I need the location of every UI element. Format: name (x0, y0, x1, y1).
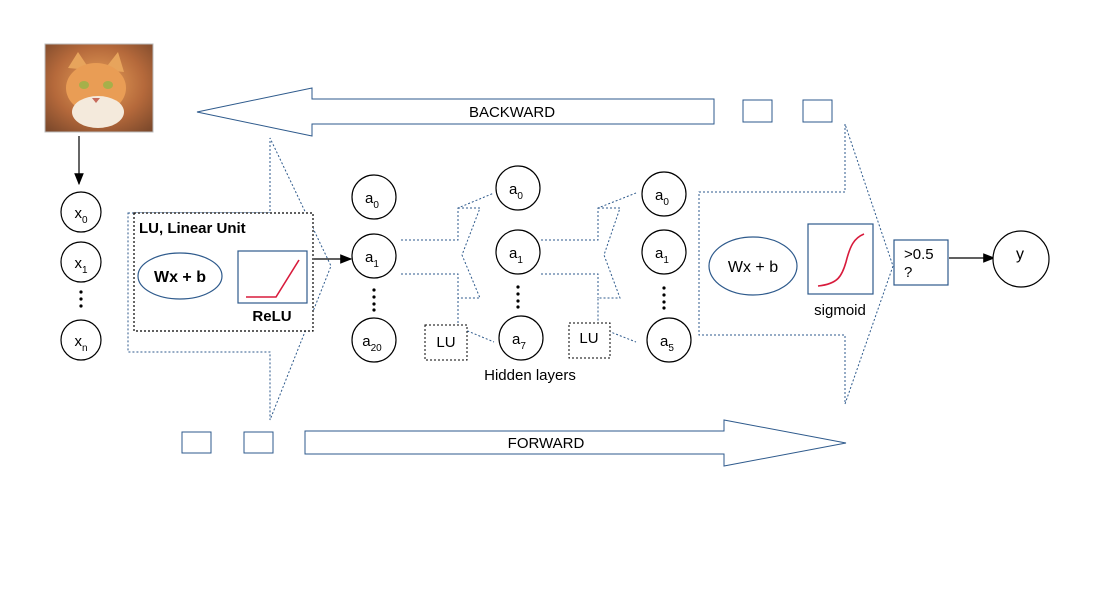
layer2-node: a0 (495, 165, 541, 211)
lu-small-box: LU (424, 324, 468, 361)
relu-plot (237, 250, 308, 304)
threshold-box: >0.5 ? (893, 239, 949, 286)
svg-text:x0: x0 (74, 205, 88, 226)
svg-text:xn: xn (74, 333, 87, 354)
forward-dash-box (243, 431, 274, 454)
svg-text:x1: x1 (74, 255, 88, 276)
svg-text:LU: LU (436, 334, 455, 351)
cat-image (44, 43, 154, 133)
layer3-node: a1 (641, 229, 687, 275)
linear-unit-title: LU, Linear Unit (139, 220, 246, 237)
layer-connector-2 (541, 192, 637, 343)
relu-label: ReLU (252, 308, 291, 325)
forward-dash-box (181, 431, 212, 454)
layer1-node: a0 (351, 174, 397, 220)
linear-unit-box: LU, Linear Unit Wx + b ReLU (133, 212, 314, 332)
backward-dash-box (742, 99, 773, 123)
vertical-ellipsis (79, 290, 83, 308)
svg-text:a1: a1 (509, 245, 523, 266)
relu-curve (246, 259, 300, 298)
backward-label: BACKWARD (469, 104, 555, 121)
layer3-node: a5 (646, 317, 692, 363)
input-node: x1 (60, 241, 102, 283)
layer-connector-1 (401, 192, 495, 343)
layer2-node: a1 (495, 229, 541, 275)
svg-text:y: y (1016, 246, 1024, 263)
formula-text: Wx + b (154, 269, 206, 286)
vertical-ellipsis (516, 285, 520, 309)
svg-text:>0.5: >0.5 (904, 246, 934, 263)
layer2-node: a7 (498, 315, 544, 361)
vertical-ellipsis (372, 288, 376, 312)
svg-text:a1: a1 (365, 249, 379, 270)
forward-label: FORWARD (508, 435, 585, 452)
output-node: y (992, 230, 1050, 288)
sigmoid-label: sigmoid (814, 302, 866, 319)
svg-text:a0: a0 (655, 187, 669, 208)
backward-dash-box (802, 99, 833, 123)
lu-small-box: LU (568, 322, 611, 359)
forward-arrow: FORWARD (304, 419, 847, 467)
sigmoid-curve (817, 233, 865, 287)
svg-text:a1: a1 (655, 245, 669, 266)
layer1-node: a20 (351, 317, 397, 363)
first-layer-chevron (127, 137, 332, 421)
svg-text:a7: a7 (512, 331, 526, 352)
formula-ellipse (137, 252, 223, 300)
hidden-layers-label: Hidden layers (484, 367, 576, 384)
svg-text:LU: LU (579, 330, 598, 347)
layer3-node: a0 (641, 171, 687, 217)
backward-arrow: BACKWARD (196, 87, 715, 137)
output-formula-text: Wx + b (728, 259, 778, 276)
svg-text:a0: a0 (509, 181, 523, 202)
svg-text:a0: a0 (365, 190, 379, 211)
svg-text:?: ? (904, 264, 912, 281)
layer1-node: a1 (351, 233, 397, 279)
svg-text:a20: a20 (362, 333, 382, 354)
svg-text:a5: a5 (660, 333, 674, 354)
input-node: xn (60, 319, 102, 361)
input-node: x0 (60, 191, 102, 233)
output-formula-ellipse (708, 236, 798, 296)
vertical-ellipsis (662, 286, 666, 310)
output-layer-chevron (698, 123, 894, 405)
